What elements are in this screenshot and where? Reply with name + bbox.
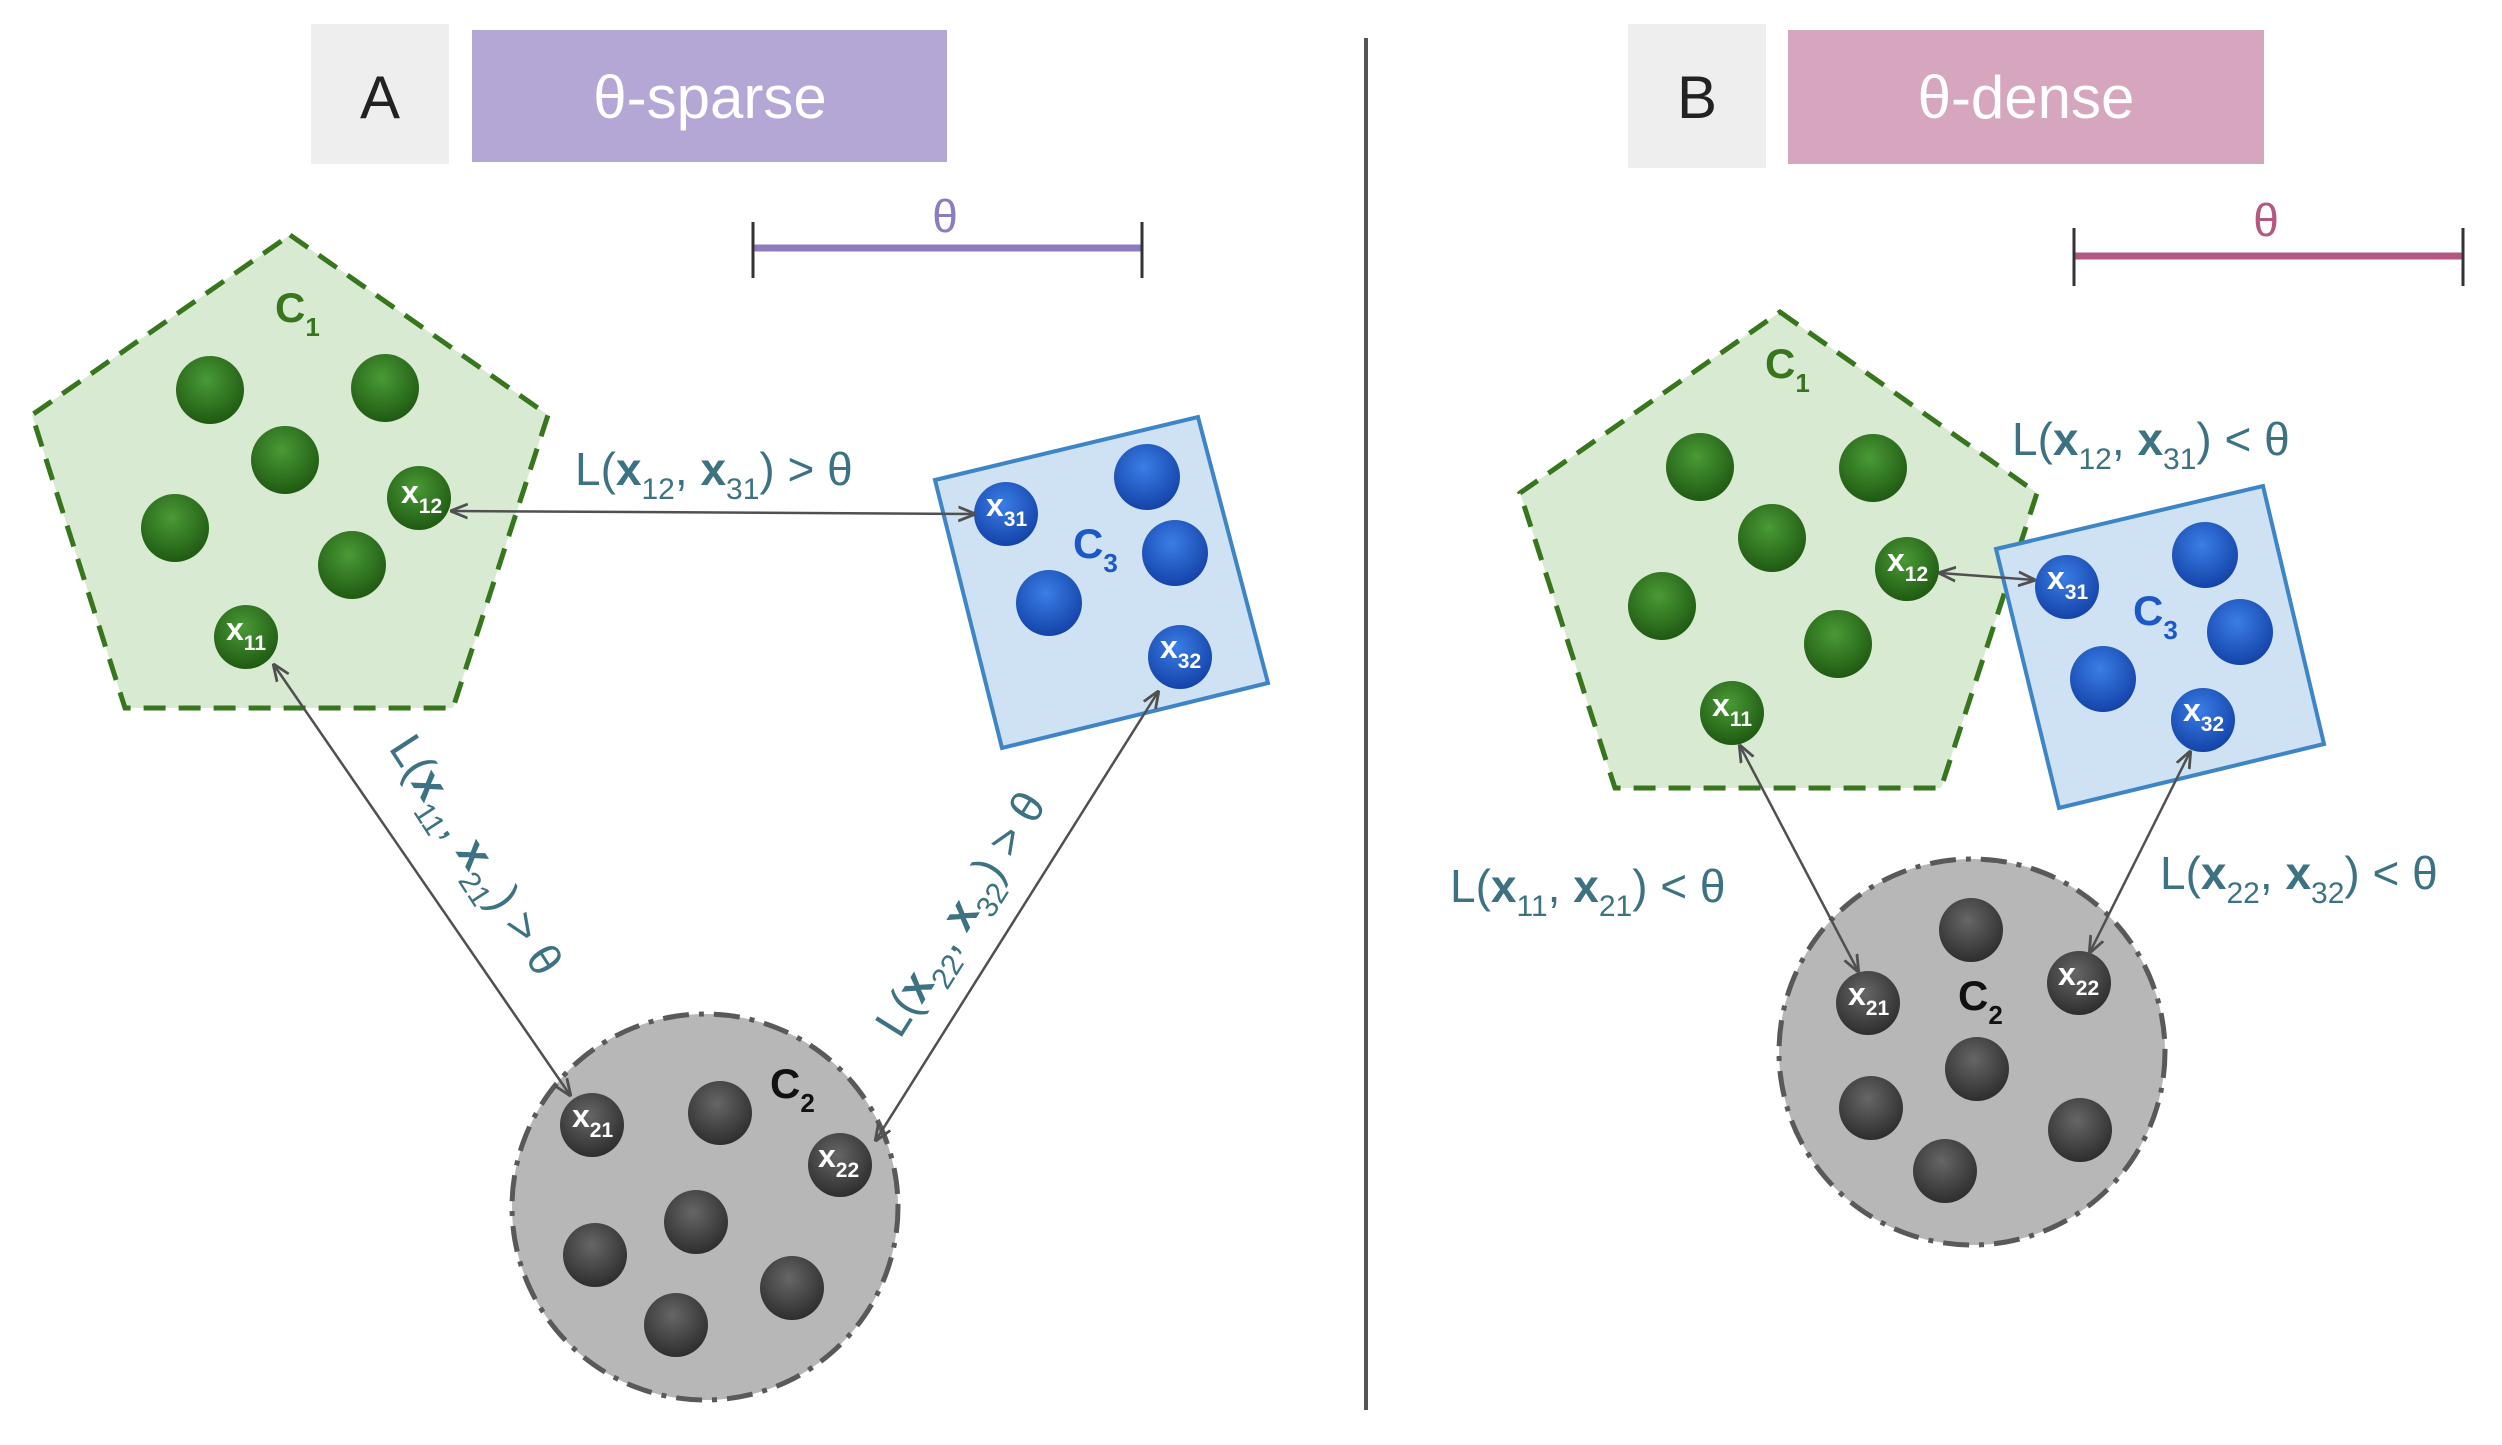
relation-label-x11-x21: L(x11, x21) < θ xyxy=(1450,860,1726,923)
c1-point xyxy=(176,356,244,424)
node-x31: x31 xyxy=(974,482,1038,546)
relation-label-x22-x32: L(x22, x32) < θ xyxy=(2160,847,2438,910)
c2-point xyxy=(1945,1037,2009,1101)
svg-text:x22: x22 xyxy=(818,1138,859,1182)
c1-point xyxy=(1839,434,1907,502)
node-x32: x32 xyxy=(2171,688,2235,752)
arrow-x11-x21 xyxy=(1740,746,1858,971)
c3-point xyxy=(2070,646,2136,712)
cluster-c1-label: C1 xyxy=(275,284,320,342)
c1-point xyxy=(141,494,209,562)
theta-label: θ xyxy=(2253,194,2279,246)
cluster-c3-label: C3 xyxy=(2133,587,2178,645)
cluster-c2: C2 x21 x22 xyxy=(509,1011,901,1403)
svg-text:x32: x32 xyxy=(2183,692,2224,736)
c1-point xyxy=(1628,572,1696,640)
panel-title-box xyxy=(1788,30,2264,164)
panel-a: A θ-sparse θ C1 x12 x11 xyxy=(29,24,1271,1403)
panel-letter: A xyxy=(360,64,400,131)
svg-text:x12: x12 xyxy=(1887,542,1928,586)
c2-point xyxy=(2048,1098,2112,1162)
cluster-c2: C2 x21 x22 xyxy=(1776,856,2168,1248)
svg-text:x12: x12 xyxy=(401,474,442,518)
arrow-x22-x32 xyxy=(2090,752,2190,952)
relation-label-x12-x31: L(x12, x31) < θ xyxy=(2012,413,2290,476)
c2-point xyxy=(760,1256,824,1320)
node-x12: x12 xyxy=(1875,537,1939,601)
panel-b: B θ-dense θ C1 x12 x11 xyxy=(1450,24,2465,1248)
node-x31: x31 xyxy=(2035,555,2099,619)
theta-scale: θ xyxy=(751,190,1144,278)
c3-point xyxy=(1142,520,1208,586)
cluster-c1-label: C1 xyxy=(1765,340,1810,398)
theta-scale: θ xyxy=(2072,194,2465,286)
svg-text:x31: x31 xyxy=(986,487,1027,531)
cluster-c3-shape xyxy=(932,414,1271,751)
c2-point xyxy=(1839,1076,1903,1140)
c1-point xyxy=(1666,433,1734,501)
c1-point xyxy=(318,531,386,599)
arrow-x11-x21 xyxy=(274,665,570,1095)
cluster-c3: C3 x31 x32 xyxy=(1993,483,2327,811)
cluster-c3: C3 x31 x32 xyxy=(932,414,1271,751)
node-x11: x11 xyxy=(214,605,278,669)
c2-point xyxy=(563,1223,627,1287)
relation-label-x22-x32: L(x22, x32) > θ xyxy=(864,782,1065,1051)
cluster-c2-label: C2 xyxy=(770,1060,815,1118)
svg-text:x22: x22 xyxy=(2058,956,2099,1000)
c2-point xyxy=(1913,1139,1977,1203)
c1-point xyxy=(1738,504,1806,572)
svg-text:x11: x11 xyxy=(1712,687,1752,731)
c3-point xyxy=(1114,444,1180,510)
panel-letter-box xyxy=(1628,24,1766,168)
svg-text:x21: x21 xyxy=(572,1098,613,1142)
svg-text:x21: x21 xyxy=(1848,976,1889,1020)
cluster-c2-label: C2 xyxy=(1958,972,2003,1030)
panel-letter: B xyxy=(1677,64,1717,131)
c1-point xyxy=(1804,610,1872,678)
node-x11: x11 xyxy=(1700,681,1764,745)
cluster-c1: C1 x12 x11 xyxy=(1517,308,2040,791)
c1-point xyxy=(251,426,319,494)
node-x21: x21 xyxy=(1836,971,1900,1035)
c2-point xyxy=(688,1081,752,1145)
theta-label: θ xyxy=(932,190,958,242)
node-x32: x32 xyxy=(1148,625,1212,689)
relation-label-x12-x31: L(x12, x31) > θ xyxy=(575,443,853,506)
arrow-x12-x31 xyxy=(452,511,974,514)
panel-title: θ-sparse xyxy=(593,64,826,131)
c1-point xyxy=(351,354,419,422)
svg-text:x11: x11 xyxy=(226,611,266,655)
c2-point xyxy=(644,1293,708,1357)
node-x22: x22 xyxy=(808,1133,872,1197)
arrow-x22-x32 xyxy=(876,692,1158,1140)
c3-point xyxy=(2172,522,2238,588)
panel-title: θ-dense xyxy=(1918,64,2135,131)
node-x22: x22 xyxy=(2047,951,2111,1015)
svg-text:x31: x31 xyxy=(2047,560,2088,604)
panel-letter-box xyxy=(311,24,449,164)
cluster-c3-shape xyxy=(1993,483,2327,811)
c3-point xyxy=(1016,570,1082,636)
c2-point xyxy=(1939,898,2003,962)
svg-text:x32: x32 xyxy=(1160,629,1201,673)
c3-point xyxy=(2207,599,2273,665)
arrow-x12-x31 xyxy=(1940,573,2034,580)
node-x12: x12 xyxy=(387,466,451,530)
cluster-c1: C1 x12 x11 xyxy=(29,231,551,711)
node-x21: x21 xyxy=(560,1093,624,1157)
c2-point xyxy=(664,1190,728,1254)
panel-title-box xyxy=(472,30,947,162)
cluster-c3-label: C3 xyxy=(1073,520,1118,578)
